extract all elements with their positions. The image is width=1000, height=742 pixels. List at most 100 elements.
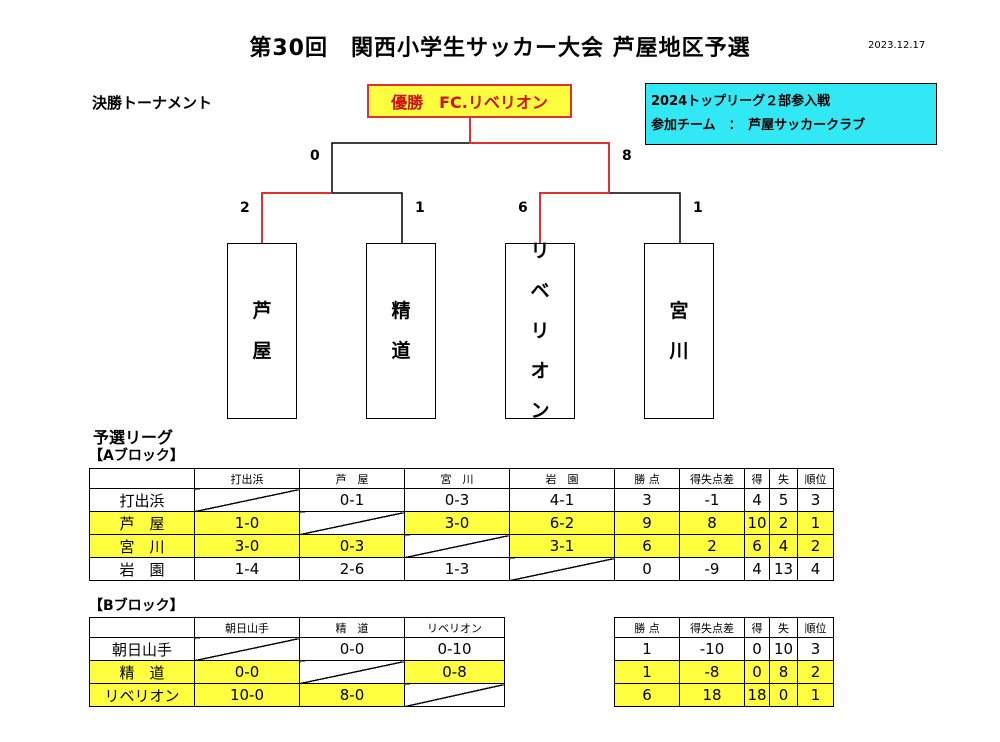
table-row: 1 -8 0 8 2 — [614, 660, 834, 684]
goals-against-cell: 2 — [769, 511, 798, 535]
header-cell: 得失点差 — [679, 617, 745, 638]
header-cell: 勝 点 — [614, 617, 680, 638]
row-team: 芦 屋 — [89, 511, 195, 535]
table-header-row: 勝 点 得失点差 得 失 順位 — [614, 617, 834, 638]
block-a-label: 【Aブロック】 — [89, 448, 184, 464]
team-char: オ — [530, 360, 550, 382]
bracket-line-final-right — [469, 118, 610, 193]
rank-cell: 1 — [797, 683, 834, 707]
score-final-left: 0 — [310, 148, 320, 164]
winner-box: 優勝 FC.リベリオン — [367, 84, 572, 118]
row-team: 岩 園 — [89, 557, 195, 581]
final-tournament-label: 決勝トーナメント — [92, 94, 213, 112]
page-title: 第30回 関西小学生サッカー大会 芦屋地区予選 — [249, 36, 751, 61]
score-semi2-right: 1 — [693, 200, 703, 216]
table-row: 1 -10 0 10 3 — [614, 637, 834, 661]
team-char: リ — [530, 240, 550, 262]
points-cell: 1 — [614, 660, 680, 684]
event-date: 2023.12.17 — [868, 40, 926, 51]
match-cell: 6-2 — [509, 511, 615, 535]
table-row: 岩 園 1-4 2-6 1-3 0 -9 4 13 4 — [89, 557, 834, 581]
match-cell: 0-0 — [299, 637, 405, 661]
team-char: リ — [530, 320, 550, 342]
table-row: 6 18 18 0 1 — [614, 683, 834, 707]
header-cell: 順位 — [797, 468, 834, 489]
bracket-line-semi1-right — [332, 192, 403, 243]
bracket-line-semi2-right — [609, 192, 681, 243]
match-cell: 0-3 — [299, 534, 405, 558]
block-b-stats-table: 勝 点 得失点差 得 失 順位 1 -10 0 10 3 1 -8 0 8 2 … — [614, 617, 834, 707]
match-cell: 0-0 — [194, 660, 300, 684]
info-line-1: 2024トップリーグ２部参入戦 — [651, 94, 831, 109]
match-cell: 1-3 — [404, 557, 510, 581]
points-cell: 1 — [614, 637, 680, 661]
row-team: リベリオン — [89, 683, 195, 707]
team-char: 屋 — [252, 340, 272, 362]
match-cell: 0-8 — [404, 660, 505, 684]
score-semi1-left: 2 — [240, 200, 250, 216]
team-box-seido: 精 道 — [366, 243, 436, 419]
rank-cell: 2 — [797, 534, 834, 558]
header-cell: 得 — [744, 617, 770, 638]
bracket-line-final-left — [331, 142, 470, 193]
rank-cell: 3 — [797, 488, 834, 512]
table-row: 芦 屋 1-0 3-0 6-2 9 8 10 2 1 — [89, 511, 834, 535]
match-cell: 8-0 — [299, 683, 405, 707]
header-cell: 芦 屋 — [299, 468, 405, 489]
goals-for-cell: 18 — [744, 683, 770, 707]
score-semi1-right: 1 — [415, 200, 425, 216]
goals-against-cell: 13 — [769, 557, 798, 581]
table-header-row: 打出浜 芦 屋 宮 川 岩 園 勝 点 得失点差 得 失 順位 — [89, 468, 834, 489]
header-cell: 順位 — [797, 617, 834, 638]
goal-diff-cell: 2 — [679, 534, 745, 558]
goals-for-cell: 0 — [744, 660, 770, 684]
score-semi2-left: 6 — [518, 200, 528, 216]
match-cell: 1-4 — [194, 557, 300, 581]
points-cell: 6 — [614, 683, 680, 707]
self-match-cell — [194, 637, 300, 661]
row-team: 打出浜 — [89, 488, 195, 512]
self-match-cell — [509, 557, 615, 581]
goals-against-cell: 4 — [769, 534, 798, 558]
rank-cell: 4 — [797, 557, 834, 581]
points-cell: 0 — [614, 557, 680, 581]
match-cell: 1-0 — [194, 511, 300, 535]
match-cell: 4-1 — [509, 488, 615, 512]
header-cell — [89, 468, 195, 489]
bracket-line-semi1-left — [261, 192, 332, 243]
match-cell: 3-0 — [194, 534, 300, 558]
self-match-cell — [404, 534, 510, 558]
goal-diff-cell: 18 — [679, 683, 745, 707]
match-cell: 0-1 — [299, 488, 405, 512]
table-row: リベリオン 10-0 8-0 — [89, 683, 505, 707]
match-cell: 10-0 — [194, 683, 300, 707]
team-char: 芦 — [252, 300, 272, 322]
goal-diff-cell: 8 — [679, 511, 745, 535]
header-cell: 失 — [769, 468, 798, 489]
team-char: 川 — [669, 340, 689, 362]
team-char: 道 — [391, 340, 411, 362]
block-b-label: 【Bブロック】 — [89, 598, 184, 614]
info-box: 2024トップリーグ２部参入戦 参加チーム ： 芦屋サッカークラブ — [645, 83, 937, 145]
block-b-match-table: 朝日山手 精 道 リベリオン 朝日山手 0-0 0-10 精 道 0-0 0-8… — [89, 617, 505, 707]
table-row: 宮 川 3-0 0-3 3-1 6 2 6 4 2 — [89, 534, 834, 558]
header-cell: 岩 園 — [509, 468, 615, 489]
team-char: ベ — [530, 280, 550, 302]
table-header-row: 朝日山手 精 道 リベリオン — [89, 617, 505, 638]
table-row: 朝日山手 0-0 0-10 — [89, 637, 505, 661]
goals-for-cell: 0 — [744, 637, 770, 661]
goal-diff-cell: -8 — [679, 660, 745, 684]
header-cell: 打出浜 — [194, 468, 300, 489]
match-cell: 3-1 — [509, 534, 615, 558]
prelim-league-label: 予選リーグ — [93, 428, 174, 447]
goals-against-cell: 10 — [769, 637, 798, 661]
match-cell: 0-10 — [404, 637, 505, 661]
points-cell: 3 — [614, 488, 680, 512]
table-row: 打出浜 0-1 0-3 4-1 3 -1 4 5 3 — [89, 488, 834, 512]
self-match-cell — [299, 660, 405, 684]
rank-cell: 2 — [797, 660, 834, 684]
rank-cell: 3 — [797, 637, 834, 661]
header-cell: 精 道 — [299, 617, 405, 638]
score-final-right: 8 — [622, 148, 632, 164]
